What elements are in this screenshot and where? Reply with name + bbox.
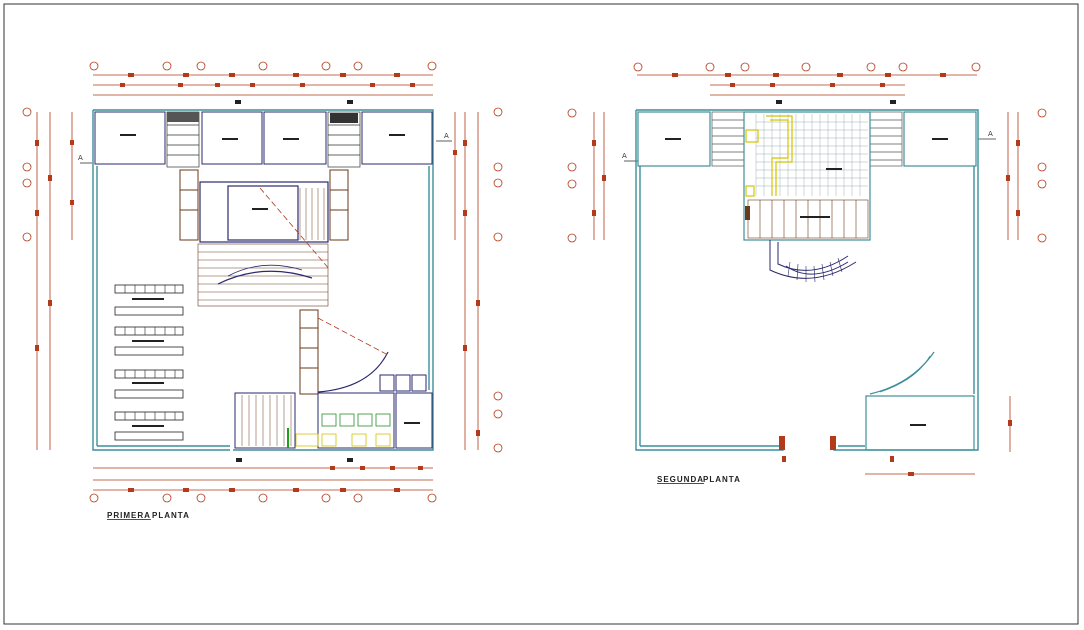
first-left-axis-markers (22, 107, 32, 242)
first-curved-wall (317, 351, 389, 393)
first-right-ticks (453, 140, 480, 436)
second-right-dimensions (1007, 112, 1019, 452)
second-right-marker: A (978, 130, 996, 140)
first-outer-walls (92, 109, 434, 451)
first-left-dimensions (36, 112, 73, 450)
first-seating-labels (132, 298, 164, 427)
first-restroom-fixtures-bottom (295, 433, 391, 447)
second-tile-grid (755, 114, 868, 196)
second-curved-stair-steps (787, 257, 843, 283)
second-bottom-ticks (782, 456, 914, 476)
second-left-axis-markers (567, 108, 577, 243)
first-top-rooms (94, 111, 433, 165)
first-floor-plan: A A (22, 61, 503, 503)
sheet-frame (3, 3, 1079, 625)
first-seating-dividers (124, 285, 176, 420)
first-bottom-ticks (128, 466, 423, 492)
second-corner-rooms (637, 111, 977, 451)
first-plan-title-suffix: PLANTA (152, 511, 190, 520)
second-plan-title-suffix: PLANTA (703, 475, 741, 484)
first-bottom-hatch (241, 395, 292, 446)
second-corner-room-labels (665, 138, 948, 426)
first-left-marker: A (78, 154, 92, 164)
first-central-room-hatch (299, 188, 325, 240)
first-bottom-axis-markers (89, 493, 437, 503)
first-top-axis-markers (89, 61, 437, 71)
first-diagonal-line-2 (317, 317, 389, 356)
second-top-axis-markers (633, 62, 981, 72)
first-right-dimensions (454, 112, 479, 450)
first-right-axis-markers (493, 107, 503, 453)
second-curved-stair (769, 240, 857, 279)
second-section-marks-top (776, 100, 896, 104)
first-seating-rows (114, 284, 184, 441)
first-stair-right (327, 111, 361, 168)
second-left-ticks (592, 140, 606, 216)
first-section-markers (235, 100, 353, 462)
svg-text:A: A (78, 154, 83, 162)
second-central-label (826, 168, 842, 170)
svg-text:A: A (444, 132, 449, 140)
second-stair-left (711, 111, 745, 167)
second-outer-walls (635, 109, 979, 451)
first-bottom-block (234, 374, 433, 449)
first-bottom-dimensions (93, 467, 433, 491)
first-bottom-block-label (404, 422, 420, 424)
second-central-block (743, 111, 871, 241)
first-main-stair (197, 243, 329, 307)
first-top-ticks (120, 73, 415, 87)
second-deck (747, 199, 869, 239)
first-restroom-fixtures (321, 413, 391, 427)
first-stair-right-fill (330, 113, 358, 123)
svg-text:A: A (622, 152, 627, 160)
second-curved-ramp-inner (879, 355, 931, 393)
first-right-marker: A (436, 132, 452, 142)
second-floor-plan: A A (567, 62, 1047, 476)
first-walkway (299, 309, 319, 395)
second-right-axis-markers (1037, 108, 1047, 243)
second-right-ticks (1006, 140, 1020, 426)
second-curved-ramp (869, 351, 935, 395)
first-left-ticks (35, 140, 74, 351)
first-central-room (199, 181, 329, 243)
first-diagonal-line (259, 187, 331, 271)
second-plan-title-prefix: SEGUNDA (657, 475, 704, 484)
first-plan-title-prefix: PRIMERA (107, 511, 151, 520)
first-curved-stair-inner (227, 264, 303, 277)
first-room-labels (120, 134, 405, 140)
second-opening-stubs (779, 436, 836, 450)
second-deck-label (800, 216, 830, 218)
second-kitchen-outline (745, 115, 793, 197)
second-deck-post (745, 206, 750, 220)
second-top-dimensions (637, 74, 977, 96)
first-top-dimensions (93, 74, 433, 96)
second-top-ticks (672, 73, 946, 87)
first-corridor-columns (179, 169, 349, 241)
first-stair-left-fill (167, 112, 199, 122)
first-curved-stair (217, 270, 313, 285)
second-stair-right (869, 111, 903, 167)
svg-text:A: A (988, 130, 993, 138)
first-central-room-label (252, 208, 268, 210)
